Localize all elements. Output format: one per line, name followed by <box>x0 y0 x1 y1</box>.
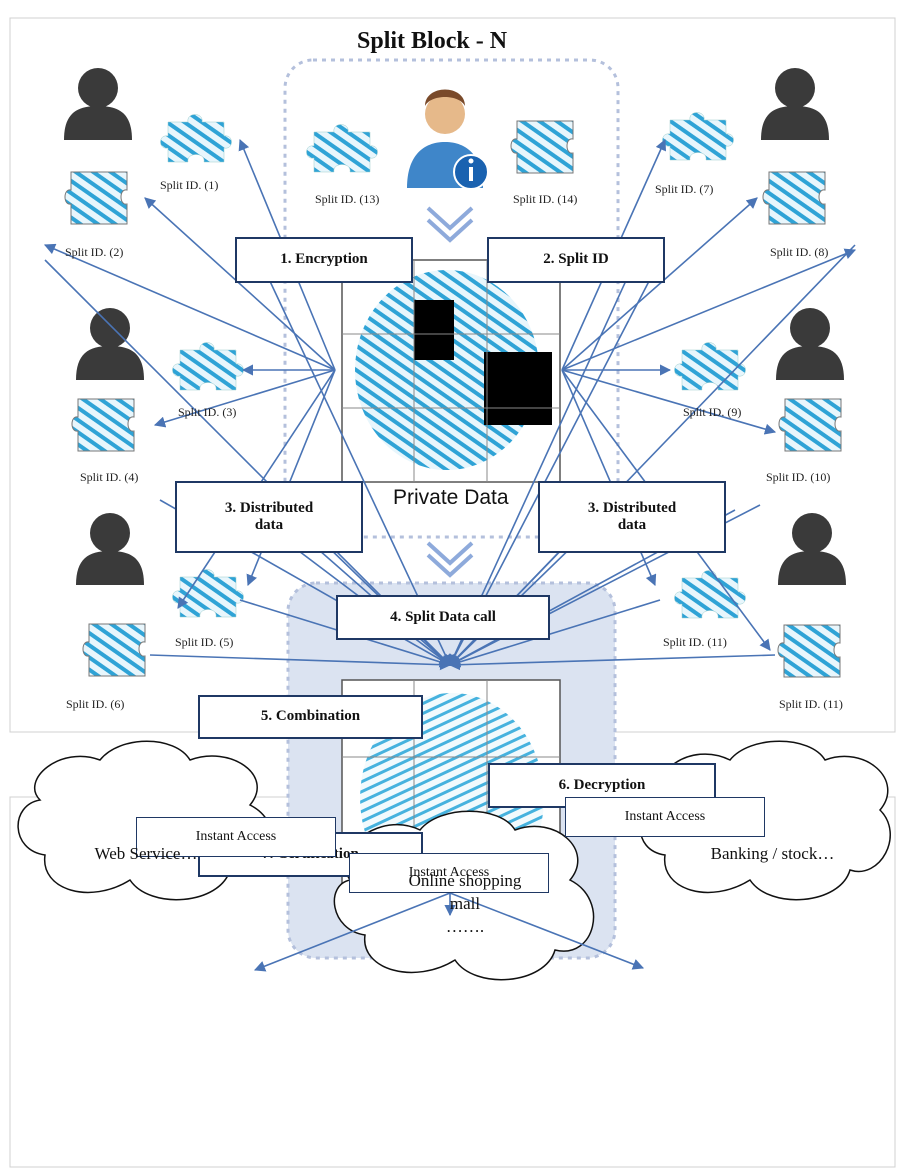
step-distributed-right: 3. Distributed data <box>538 481 726 553</box>
step-distributed-right-line2: data <box>617 517 647 533</box>
cloud-shop-line1: Online shopping <box>408 871 522 890</box>
step-encryption: 1. Encryption <box>235 237 413 283</box>
split-id-8: Split ID. (8) <box>770 245 829 259</box>
flow-arrow <box>449 892 645 970</box>
puzzle-piece-icon <box>674 342 746 391</box>
puzzle-piece-icon <box>662 112 734 161</box>
puzzle-piece-icon <box>172 342 244 391</box>
flow-arrow <box>561 369 777 435</box>
step-distributed-left-line2: data <box>254 517 284 533</box>
split-id-7: Split ID. (7) <box>655 182 714 196</box>
puzzle-piece-icon <box>777 624 841 678</box>
flow-arrow <box>43 243 336 371</box>
person-icon <box>778 513 846 585</box>
instant-access-right: Instant Access <box>565 797 765 837</box>
puzzle-piece-icon <box>510 120 574 174</box>
puzzle-piece-icon <box>82 623 146 677</box>
split-id-13: Split ID. (13) <box>315 192 380 206</box>
split-id-6: Split ID. (6) <box>66 697 125 711</box>
flow-arrow <box>253 892 451 972</box>
page-title: Split Block - N <box>357 28 508 54</box>
split-id-10: Split ID. (10) <box>766 470 831 484</box>
flow-arrow <box>561 197 758 371</box>
cloud-shop-line2: mall <box>449 893 481 913</box>
step-distributed-right-line1: 3. Distributed <box>587 499 677 516</box>
flow-arrow <box>561 248 857 371</box>
split-id-11b: Split ID. (11) <box>779 697 843 711</box>
split-id-11a: Split ID. (11) <box>663 635 727 649</box>
cloud-online-shopping-label: Online shopping mall ……. <box>370 870 560 939</box>
cloud-banking-label: Banking / stock… <box>710 844 835 863</box>
cloud-web-service-label: Web Service… <box>94 844 198 863</box>
split-id-14: Split ID. (14) <box>513 192 578 206</box>
flow-arrow <box>153 369 336 428</box>
person-icon <box>761 68 829 140</box>
puzzle-piece-icon <box>762 171 826 225</box>
private-data-fingerprint <box>341 259 561 483</box>
user-info-icon <box>407 89 489 190</box>
puzzle-piece-icon <box>64 171 128 225</box>
flow-arrow <box>144 197 336 371</box>
puzzle-piece-icon <box>306 124 378 173</box>
instant-access-center: Instant Access <box>349 853 549 893</box>
split-id-1: Split ID. (1) <box>160 178 219 192</box>
down-chevron-icon <box>426 206 474 578</box>
step-split-data-call: 4. Split Data call <box>336 595 550 640</box>
step-distributed-left-line1: 3. Distributed <box>224 499 314 516</box>
flow-arrow <box>448 654 776 671</box>
flow-arrow <box>149 654 452 671</box>
cloud-shop-line3: ……. <box>445 916 485 936</box>
person-icon <box>776 308 844 380</box>
instant-access-left: Instant Access <box>136 817 336 857</box>
person-icon <box>76 308 144 380</box>
split-id-3: Split ID. (3) <box>178 405 237 419</box>
person-icon <box>64 68 132 140</box>
flow-arrow <box>448 599 661 668</box>
puzzle-piece-icon <box>160 114 232 163</box>
split-id-4: Split ID. (4) <box>80 470 139 484</box>
puzzle-piece-icon <box>778 398 842 452</box>
person-icon <box>76 513 144 585</box>
puzzle-piece-icon <box>172 569 244 618</box>
split-id-9: Split ID. (9) <box>683 405 742 419</box>
split-id-5: Split ID. (5) <box>175 635 234 649</box>
split-id-2: Split ID. (2) <box>65 245 124 259</box>
puzzle-piece-icon <box>71 398 135 452</box>
step-distributed-left: 3. Distributed data <box>175 481 363 553</box>
step-split-id: 2. Split ID <box>487 237 665 283</box>
private-data-label: Private Data <box>393 486 509 509</box>
step-combination: 5. Combination <box>198 695 423 739</box>
puzzle-piece-icon <box>674 570 746 619</box>
